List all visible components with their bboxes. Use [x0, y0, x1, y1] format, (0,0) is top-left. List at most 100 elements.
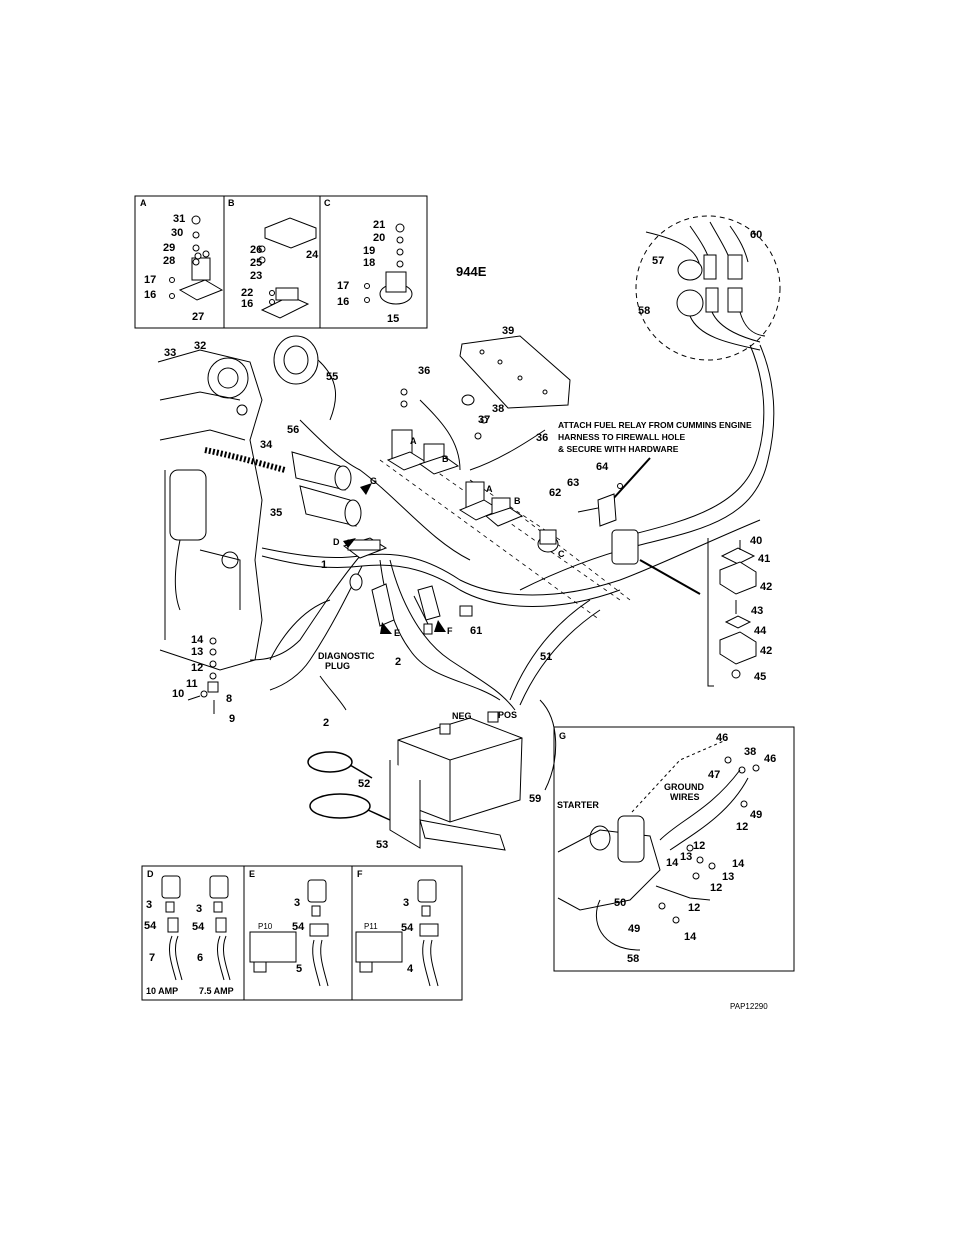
note-leader: [611, 457, 651, 501]
callout-13g2: 13: [722, 871, 734, 883]
callout-49a: 49: [750, 809, 762, 821]
bracket-39-drawing: [459, 335, 571, 409]
callout-8: 8: [226, 693, 232, 705]
callout-41: 41: [758, 553, 770, 565]
inset-c-letter: C: [324, 198, 331, 208]
callout-12g3: 12: [710, 882, 722, 894]
arrow-g: [360, 483, 372, 495]
callout-58a: 58: [638, 305, 650, 317]
callout-27: 27: [192, 311, 204, 323]
note-line-3: & SECURE WITH HARDWARE: [558, 444, 679, 454]
marker-b-2: B: [514, 496, 521, 506]
label-p10: P10: [258, 922, 273, 931]
callout-16b: 16: [241, 298, 253, 310]
connector-detail-drawing: [519, 215, 781, 591]
callout-45: 45: [754, 671, 766, 683]
inset-d-drawing: [161, 875, 231, 981]
arrow-e: [380, 622, 392, 634]
inset-d-letter: D: [147, 869, 154, 879]
boot-56-drawing: [291, 451, 362, 527]
inset-e-letter: E: [249, 869, 255, 879]
label-10-amp: 10 AMP: [146, 986, 178, 996]
left-fasteners-drawing: [187, 637, 219, 714]
model-title: 944E: [456, 264, 487, 279]
callout-61: 61: [470, 625, 482, 637]
callout-64: 64: [596, 461, 609, 473]
callout-5: 5: [296, 963, 302, 975]
fuse-block-d-drawing: [342, 537, 473, 635]
callout-12g1: 12: [736, 821, 748, 833]
marker-d: D: [333, 537, 340, 547]
callout-21: 21: [373, 219, 385, 231]
callout-54-d2: 54: [192, 921, 205, 933]
callout-3-f: 3: [403, 897, 409, 909]
label-7-5-amp: 7.5 AMP: [199, 986, 234, 996]
fuse-cover-b-drawing: [258, 217, 317, 319]
label-ground-wires-2: WIRES: [670, 792, 700, 802]
callout-34: 34: [260, 439, 273, 451]
figure-reference: PAP12290: [730, 1002, 768, 1011]
label-pos: POS: [498, 710, 517, 720]
inset-e-drawing: [249, 879, 329, 987]
callout-3-e: 3: [294, 897, 300, 909]
callout-62: 62: [549, 487, 561, 499]
callout-9: 9: [229, 713, 235, 725]
starter-drawing: [557, 739, 760, 951]
inset-g-frame: [553, 726, 795, 972]
callout-42b: 42: [760, 645, 772, 657]
callout-17a: 17: [144, 274, 156, 286]
callout-19: 19: [363, 245, 375, 257]
marker-c: C: [558, 549, 565, 559]
callout-28: 28: [163, 255, 175, 267]
arrow-d: [343, 538, 356, 548]
callout-23: 23: [250, 270, 262, 282]
dashed-leaders: [379, 459, 631, 621]
callout-16a: 16: [144, 289, 156, 301]
callout-40: 40: [750, 535, 762, 547]
callout-14g1: 14: [666, 857, 679, 869]
marker-b-1: B: [442, 454, 449, 464]
inset-a-letter: A: [140, 198, 147, 208]
callout-63: 63: [567, 477, 579, 489]
callout-16c: 16: [337, 296, 349, 308]
callout-56: 56: [287, 424, 299, 436]
callout-12g2: 12: [693, 840, 705, 852]
callout-49b: 49: [628, 923, 640, 935]
harness-clamp-drawing: [611, 529, 701, 595]
callout-39: 39: [502, 325, 514, 337]
alternator-drawing: [273, 335, 337, 421]
diagnostic-plug-line2: PLUG: [325, 661, 350, 671]
callout-54-e: 54: [292, 921, 305, 933]
callout-2b: 2: [323, 717, 329, 729]
marker-e: E: [394, 628, 400, 638]
callout-12g4: 12: [688, 902, 700, 914]
callout-58g: 58: [627, 953, 639, 965]
battery-drawing: [389, 711, 523, 851]
callout-37: 37: [478, 414, 490, 426]
callout-32: 32: [194, 340, 206, 352]
inset-d-e-f-frame: [141, 865, 463, 1001]
callout-36a: 36: [418, 365, 430, 377]
callout-47: 47: [708, 769, 720, 781]
callout-10: 10: [172, 688, 184, 700]
callout-1: 1: [321, 559, 327, 571]
relay-c-drawing: [364, 223, 413, 305]
label-starter: STARTER: [557, 800, 599, 810]
callout-20: 20: [373, 232, 385, 244]
callout-25: 25: [250, 257, 262, 269]
callout-13g1: 13: [680, 851, 692, 863]
callout-7: 7: [149, 952, 155, 964]
note-line-1: ATTACH FUEL RELAY FROM CUMMINS ENGINE: [558, 420, 752, 430]
callout-2a: 2: [395, 656, 401, 668]
callout-60: 60: [750, 229, 762, 241]
callout-15: 15: [387, 313, 399, 325]
callout-14g2: 14: [732, 858, 745, 870]
callout-54-d1: 54: [144, 920, 157, 932]
callout-38a: 38: [492, 403, 504, 415]
label-p11: P11: [364, 922, 378, 931]
callout-38g: 38: [744, 746, 756, 758]
note-line-2: HARNESS TO FIREWALL HOLE: [558, 432, 686, 442]
callout-59: 59: [529, 793, 541, 805]
callout-33: 33: [164, 347, 176, 359]
